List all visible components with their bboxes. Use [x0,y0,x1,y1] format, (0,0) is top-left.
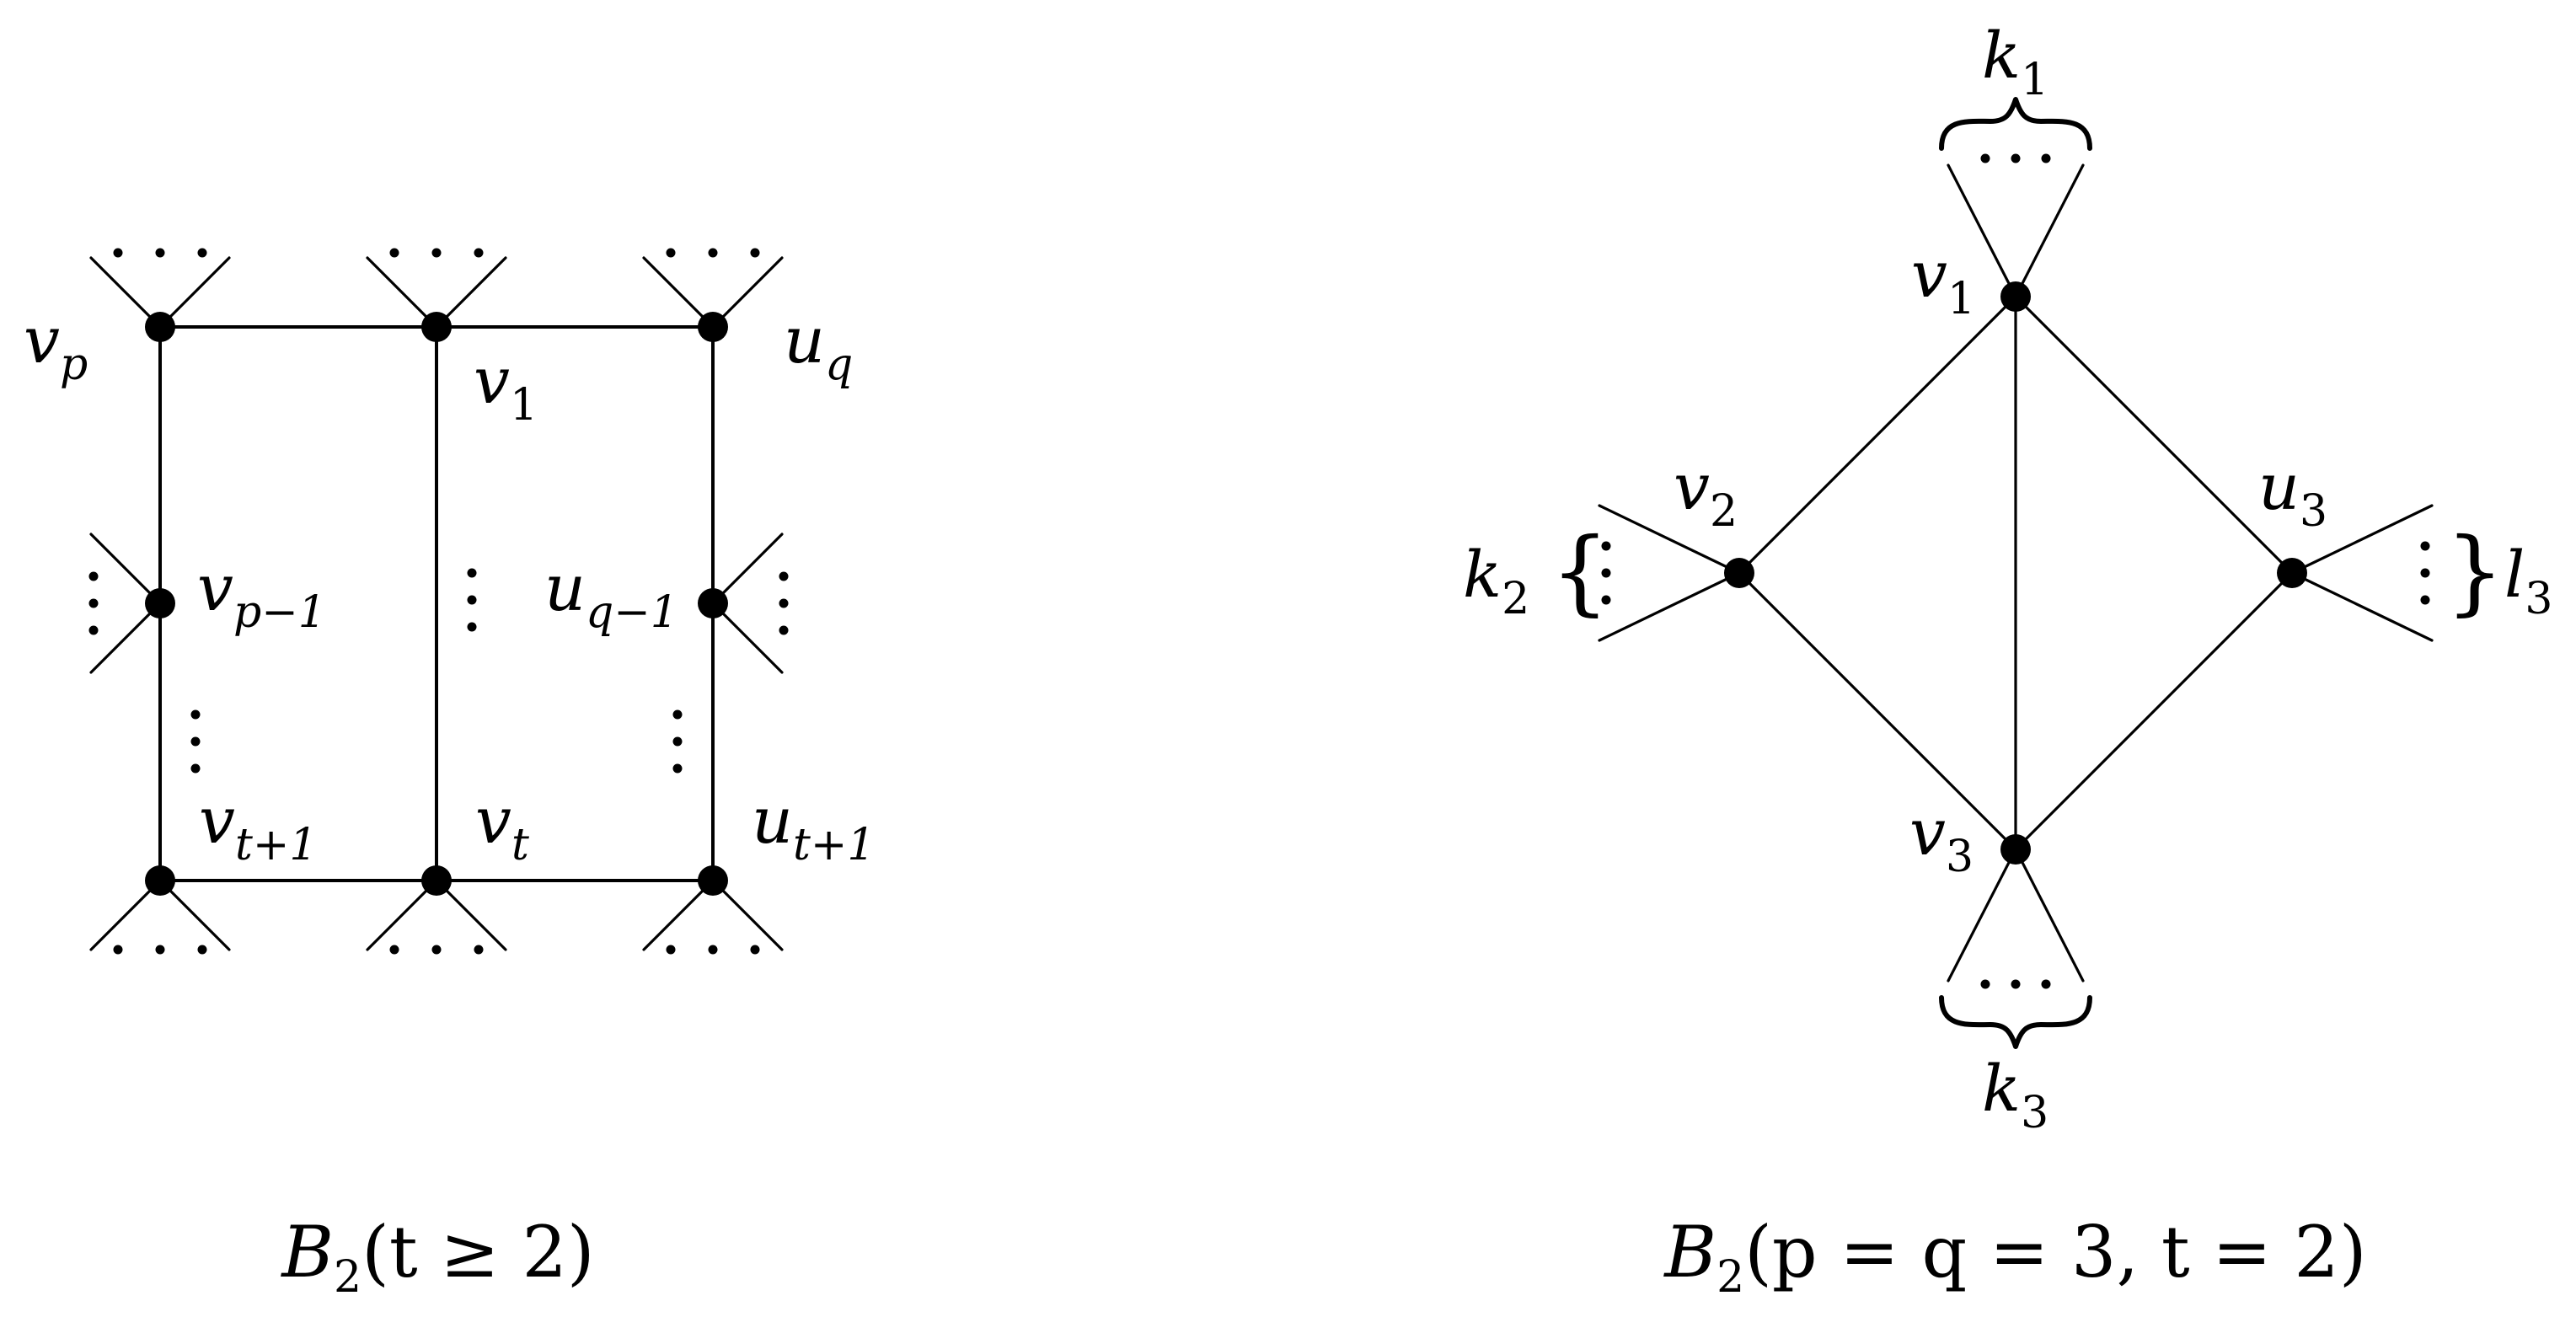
node-vp [145,312,175,342]
fan-right-u3-right [2290,504,2434,642]
brace-k2-char: { [1550,517,1609,625]
vdots-right-column [672,709,683,774]
edge-v1-u3 [2014,295,2294,575]
edge-v1-v2 [1738,295,2017,575]
edge-u3-v3 [2014,571,2294,851]
vdots-middle-column [467,568,477,632]
node-u3-right [2277,558,2307,588]
vdots-left-column [190,709,201,774]
label-vt: vt [475,783,529,870]
fan-top-v1 [366,248,507,329]
brace-l3-char: } [2445,517,2504,625]
node-ut1 [698,865,728,896]
label-k1: k1 [1982,18,2048,105]
right-caption: B2(p = q = 3, t = 2) [1663,1211,2366,1303]
node-v1-right [2000,281,2031,312]
fan-bottom-vt1 [89,879,231,955]
label-v1-right: v1 [1911,237,1975,324]
fan-right-uq1 [711,533,789,674]
brace-k3 [1939,995,2092,1049]
fan-bottom-ut1 [642,879,784,955]
label-uq: uq [784,302,853,390]
node-v3-right [2000,834,2031,865]
edge-v2-v3 [1738,571,2017,851]
label-v1: v1 [474,343,538,431]
node-v2-right [1724,558,1754,588]
node-vt [421,865,452,896]
label-l3: l3 [2504,537,2552,624]
fan-bottom-v3-right [1939,848,2092,1049]
fan-top-uq [642,248,784,329]
label-vp: vp [24,302,88,390]
label-k2: k2 [1463,537,1529,624]
left-graph: vp v1 uq vp−1 uq−1 vt+1 vt ut+1 B2(t ≥ 2… [24,248,876,1303]
brace-k1 [1939,97,2092,151]
node-vp1 [145,588,175,618]
node-vt1 [145,865,175,896]
node-v1 [421,312,452,342]
fan-top-v1-right [1939,97,2092,298]
fan-left-v2-right [1598,504,1741,642]
node-uq [698,312,728,342]
label-k3: k3 [1982,1051,2048,1138]
label-ut1: ut+1 [752,783,876,870]
node-uq1 [698,588,728,618]
label-u3-right: u3 [2258,449,2327,537]
fan-left-vp1 [88,533,162,674]
label-v2-right: v2 [1674,449,1738,537]
left-caption: B2(t ≥ 2) [280,1211,594,1303]
label-vt1: vt+1 [199,783,318,870]
label-v3-right: v3 [1909,795,1974,882]
label-vp1: vp−1 [197,550,326,638]
right-graph: v1 v2 u3 v3 k1 k3 k2 { } l3 B2(p = q = 3… [1463,18,2552,1303]
fan-bottom-vt [366,879,507,955]
label-uq1: uq−1 [544,550,678,638]
fan-top-vp [89,248,231,329]
